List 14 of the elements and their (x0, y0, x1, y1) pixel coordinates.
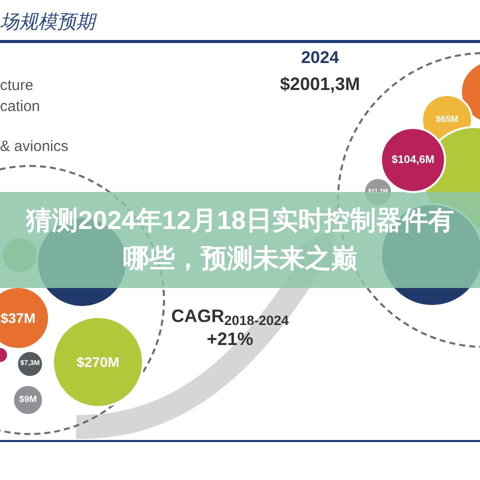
year-label: 2024 (301, 47, 339, 69)
bubble-value: $270M (76, 352, 120, 372)
bubble (0, 286, 50, 350)
legend-text: cture (0, 76, 34, 96)
legend-text: cation (0, 97, 40, 117)
header-title: 场规模预期 (0, 10, 95, 35)
legend-text: & avionics (0, 137, 68, 157)
total-value: $2001,3M (280, 72, 360, 96)
bubble-value: $9M (19, 393, 37, 406)
bubble-value: $65M (436, 113, 458, 126)
bubble-value: $104,6M (392, 152, 434, 168)
banner-title: 猜测2024年12月18日实时控制器件有哪些，预测未来之巅 (24, 204, 455, 275)
bubble-value: $37M (0, 308, 36, 328)
edge-label: CAGR$_{2018-2024}$ +21% (170, 305, 290, 350)
